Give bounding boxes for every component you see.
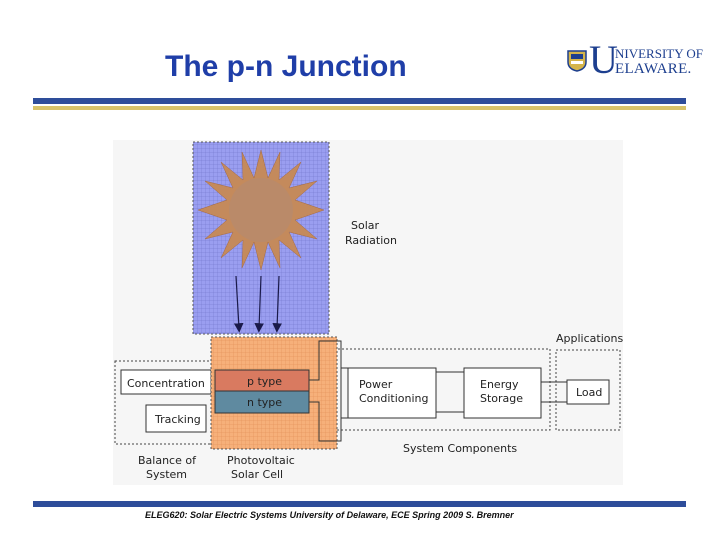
energy-storage-label-line2: Storage	[480, 392, 523, 405]
solar-radiation-label-line1: Solar	[351, 219, 380, 232]
n-type-label: n type	[247, 396, 282, 409]
energy-storage-box	[463, 367, 542, 419]
solar-radiation-label-line2: Radiation	[345, 234, 397, 247]
photovoltaic-label-line2: Solar Cell	[231, 468, 283, 481]
pv-system-diagram: Solar Radiation Applications System Comp…	[113, 140, 623, 485]
system-components-label: System Components	[403, 442, 517, 455]
photovoltaic-label-line1: Photovoltaic	[227, 454, 295, 467]
sun-icon	[197, 149, 325, 271]
slide-footer: ELEG620: Solar Electric Systems Universi…	[145, 510, 514, 520]
load-box	[566, 379, 610, 405]
cell-contact-wires	[309, 340, 348, 442]
energy-storage-label-line1: Energy	[480, 378, 519, 391]
logo-line-2: ELAWARE.	[615, 61, 692, 77]
logo-line-1: NIVERSITY OF	[615, 46, 703, 61]
tracking-box	[145, 404, 207, 433]
tracking-label: Tracking	[154, 413, 201, 426]
power-conditioning-box	[347, 367, 437, 419]
applications-label: Applications	[556, 332, 623, 345]
crest-icon	[567, 50, 587, 72]
header-rule-blue	[33, 98, 686, 104]
slide-title: The p-n Junction	[165, 50, 407, 83]
power-conditioning-label-line1: Power	[359, 378, 393, 391]
component-connectors	[436, 371, 567, 413]
concentration-label: Concentration	[127, 377, 205, 390]
p-type-label: p type	[247, 375, 282, 388]
logo-big-letter: U	[589, 37, 618, 82]
balance-of-system-box	[114, 360, 218, 445]
radiation-arrows	[233, 275, 282, 333]
load-label: Load	[576, 386, 602, 399]
applications-box	[555, 349, 621, 431]
power-conditioning-label-line2: Conditioning	[359, 392, 429, 405]
diagram-canvas: Solar Radiation Applications System Comp…	[114, 141, 623, 481]
balance-of-system-label-line1: Balance of	[138, 454, 197, 467]
header-rule-gold	[33, 106, 686, 110]
footer-rule	[33, 501, 686, 507]
university-of-delaware-logo: U NIVERSITY OF ELAWARE.	[563, 37, 703, 84]
balance-of-system-label-line2: System	[146, 468, 187, 481]
